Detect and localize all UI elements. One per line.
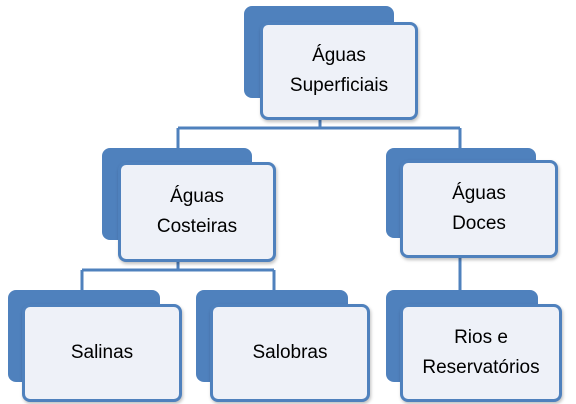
node-label-line2: Superficiais	[289, 75, 389, 96]
node-label-line1: Águas	[452, 183, 506, 204]
node-box: Rios e Reservatórios	[400, 304, 562, 402]
node-label: Salinas	[70, 342, 134, 363]
node-label: Salobras	[252, 342, 328, 363]
node-box: Águas Superficiais	[260, 22, 418, 120]
node-box: Salobras	[210, 304, 370, 402]
node-label-line2: Reservatórios	[422, 357, 540, 378]
node-label-line1: Rios e	[454, 327, 508, 348]
node-label-line2: Costeiras	[156, 216, 238, 237]
node-label-line1: Águas	[312, 45, 366, 66]
node-label-line2: Doces	[452, 213, 506, 234]
node-box: Águas Doces	[400, 160, 558, 258]
node-label-line1: Águas	[170, 186, 224, 207]
node-box: Salinas	[22, 304, 182, 402]
node-box: Águas Costeiras	[118, 162, 276, 262]
